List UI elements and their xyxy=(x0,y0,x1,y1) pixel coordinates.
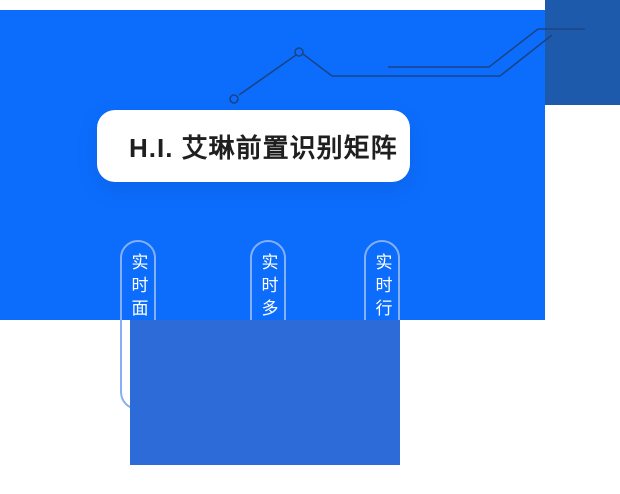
hero-title-card: H.I. 艾琳前置识别矩阵 xyxy=(97,110,410,182)
top-right-accent-block xyxy=(545,0,620,105)
feature-pill-label: 实时面 xyxy=(128,253,148,322)
feature-pill-label: 实时行 xyxy=(372,253,392,322)
feature-pill-label: 实时多 xyxy=(258,253,278,322)
hero-title: H.I. 艾琳前置识别矩阵 xyxy=(129,132,398,163)
lower-content-panel xyxy=(130,320,400,465)
